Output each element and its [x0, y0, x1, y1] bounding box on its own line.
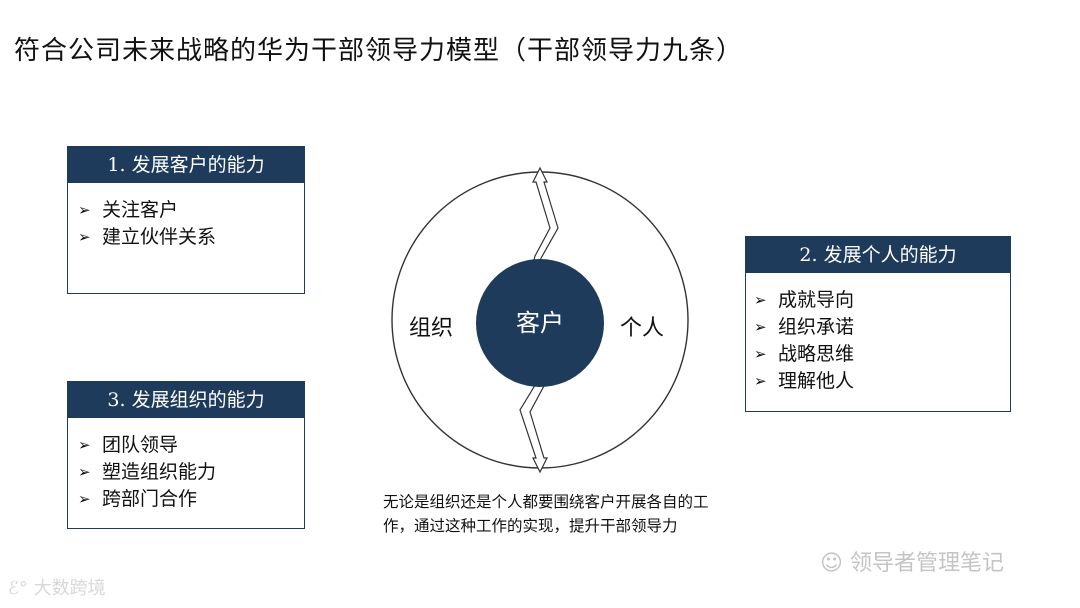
arrow-right-icon: ➢	[78, 436, 91, 454]
organization-arc	[391, 171, 541, 469]
individual-label: 个人	[620, 316, 665, 341]
zigzag-arrow-top	[531, 166, 559, 269]
list-item: ➢理解他人	[754, 368, 1010, 395]
zigzag-arrow-bottom	[519, 371, 548, 474]
watermark-left: ℰ° 大数跨境	[8, 578, 106, 599]
capability-box-organization: 3. 发展组织的能力 ➢团队领导 ➢塑造组织能力 ➢跨部门合作	[67, 381, 305, 529]
chat-bubble-icon: ℰ°	[8, 578, 28, 599]
watermark-right: ☺ 领导者管理笔记	[820, 551, 1004, 576]
arrow-right-icon: ➢	[754, 318, 767, 336]
arrow-right-icon: ➢	[754, 372, 767, 390]
customer-circle	[476, 259, 604, 387]
list-item: ➢团队领导	[78, 432, 304, 459]
arrow-right-icon: ➢	[78, 201, 91, 219]
customer-cycle-diagram: 客户	[391, 166, 689, 474]
list-item: ➢跨部门合作	[78, 486, 304, 513]
arrow-right-icon: ➢	[754, 345, 767, 363]
arrow-right-icon: ➢	[754, 291, 767, 309]
list-item: ➢成就导向	[754, 287, 1010, 314]
list-item: ➢建立伙伴关系	[78, 224, 304, 251]
diagram-caption: 无论是组织还是个人都要围绕客户开展各自的工作，通过这种工作的实现，提升干部领导力	[383, 493, 709, 535]
individual-arc	[539, 171, 689, 469]
box-heading: 3. 发展组织的能力	[68, 382, 304, 418]
box-heading: 1. 发展客户的能力	[68, 147, 304, 183]
box-heading: 2. 发展个人的能力	[746, 237, 1010, 273]
list-item: ➢组织承诺	[754, 314, 1010, 341]
list-item: ➢战略思维	[754, 341, 1010, 368]
organization-label: 组织	[409, 316, 454, 341]
wechat-icon: ☺	[820, 551, 843, 576]
capability-box-individual: 2. 发展个人的能力 ➢成就导向 ➢组织承诺 ➢战略思维 ➢理解他人	[745, 236, 1011, 412]
arrow-right-icon: ➢	[78, 463, 91, 481]
list-item: ➢关注客户	[78, 197, 304, 224]
capability-box-customer: 1. 发展客户的能力 ➢关注客户 ➢建立伙伴关系	[67, 146, 305, 294]
arrow-right-icon: ➢	[78, 490, 91, 508]
list-item: ➢塑造组织能力	[78, 459, 304, 486]
customer-label: 客户	[516, 309, 564, 337]
page-title: 符合公司未来战略的华为干部领导力模型（干部领导力九条）	[14, 36, 744, 66]
arrow-right-icon: ➢	[78, 228, 91, 246]
